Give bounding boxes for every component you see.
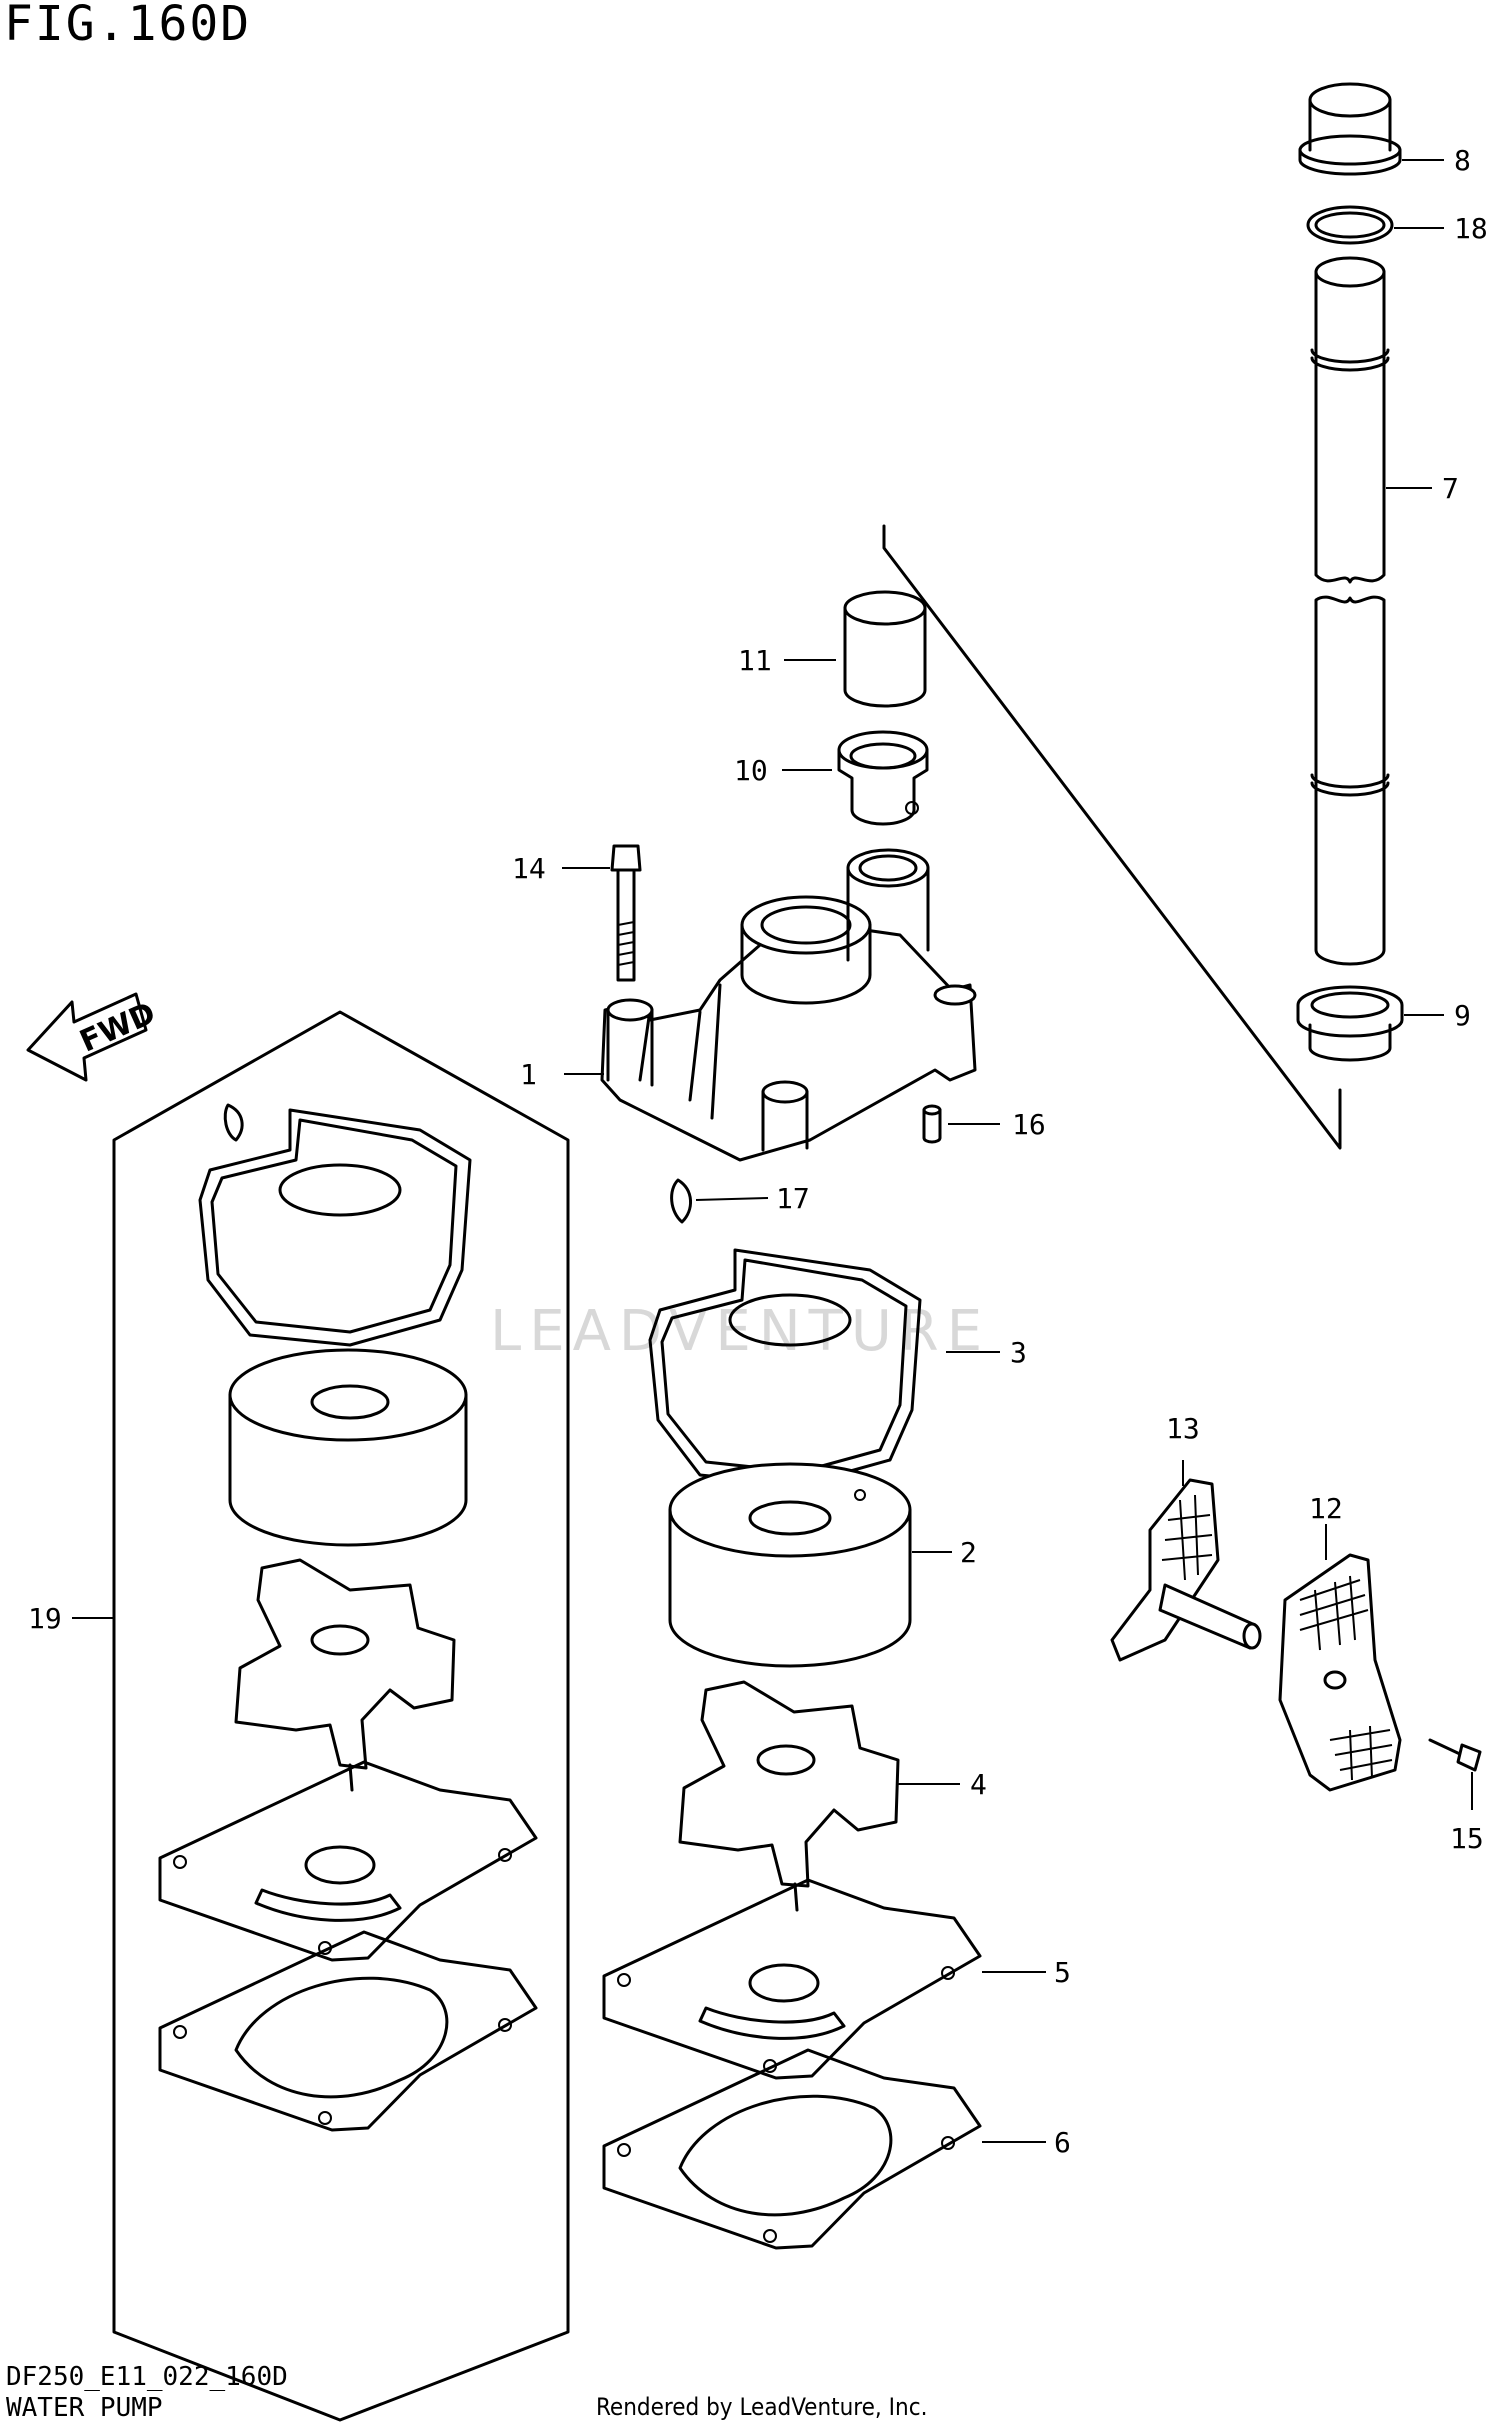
diagram-code: DF250_E11_022_160D xyxy=(6,2362,288,2392)
cover-bracket-part-13 xyxy=(1110,1478,1262,1662)
callout-14: 14 xyxy=(512,852,546,885)
callout-13: 13 xyxy=(1166,1412,1200,1445)
callout-18: 18 xyxy=(1454,212,1488,245)
kit-19-outline xyxy=(112,1010,570,2422)
callout-7: 7 xyxy=(1442,472,1459,505)
callout-17: 17 xyxy=(776,1182,810,1215)
kit-lower-gasket xyxy=(158,1930,538,2132)
callout-12: 12 xyxy=(1309,1492,1343,1525)
cover-plate-part-12 xyxy=(1278,1553,1402,1792)
callout-6: 6 xyxy=(1054,2126,1071,2159)
callout-3: 3 xyxy=(1010,1336,1027,1369)
water-tube-part-7 xyxy=(1310,256,1390,966)
callout-4: 4 xyxy=(970,1768,987,1801)
callout-11: 11 xyxy=(738,644,772,677)
pump-case-insert-part-2 xyxy=(668,1462,912,1668)
water-pump-housing-part-1 xyxy=(600,848,977,1162)
render-credit: Rendered by LeadVenture, Inc. xyxy=(596,2393,928,2421)
kit-impeller xyxy=(234,1558,456,1792)
seal-ring-part-18 xyxy=(1306,205,1394,245)
bolt-part-14 xyxy=(610,844,642,982)
sleeve-part-11 xyxy=(843,590,927,708)
callout-5: 5 xyxy=(1054,1956,1071,1989)
dowel-pin-part-16 xyxy=(922,1104,942,1144)
screw-part-15 xyxy=(1428,1738,1482,1772)
callout-8: 8 xyxy=(1454,144,1471,177)
callout-1: 1 xyxy=(520,1058,537,1091)
grommet-part-8 xyxy=(1298,82,1402,176)
grommet-part-9 xyxy=(1296,985,1404,1062)
callout-9: 9 xyxy=(1454,999,1471,1032)
callout-15: 15 xyxy=(1450,1822,1484,1855)
kit-housing-gasket xyxy=(198,1103,472,1347)
figure-title: FIG.160D xyxy=(4,0,252,52)
lower-gasket-part-6 xyxy=(602,2048,982,2250)
wear-plate-part-5 xyxy=(602,1878,982,2080)
callout-10: 10 xyxy=(734,754,768,787)
callout-2: 2 xyxy=(960,1536,977,1569)
grommet-part-10 xyxy=(837,730,929,826)
callouts: 8 18 7 9 11 10 14 1 16 17 3 2 4 5 6 19 1… xyxy=(28,144,1488,2159)
section-name: WATER PUMP xyxy=(6,2393,163,2423)
kit-wear-plate xyxy=(158,1760,538,1962)
housing-gasket-part-3 xyxy=(648,1248,922,1487)
callout-19: 19 xyxy=(28,1602,62,1635)
impeller-part-4 xyxy=(678,1680,900,1912)
key-part-17 xyxy=(670,1178,692,1224)
fwd-arrow-icon: FWD xyxy=(26,992,161,1082)
callout-16: 16 xyxy=(1012,1108,1046,1141)
kit-pump-case-insert xyxy=(228,1348,468,1547)
assembly-bracket-line xyxy=(882,524,1342,1150)
